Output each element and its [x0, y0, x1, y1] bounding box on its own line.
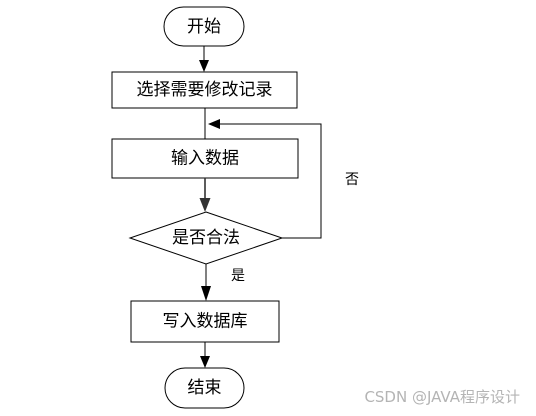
edge-label-yes: 是: [231, 268, 245, 284]
arrowhead: [200, 356, 210, 368]
end-node-shape: [164, 367, 245, 409]
select-record-node-shape: [111, 71, 298, 109]
edge-decision-yes: [201, 264, 211, 301]
select-record-node: 选择需要修改记录: [111, 71, 298, 109]
end-node-label: 结束: [188, 378, 222, 398]
input-data-node-label: 输入数据: [171, 149, 239, 169]
edge-decision-no-loop: [208, 119, 322, 239]
start-node: 开始: [163, 6, 245, 47]
validity-decision-node-label: 是否合法: [172, 228, 240, 248]
input-data-node: 输入数据: [111, 138, 299, 179]
write-database-node-shape: [130, 300, 280, 343]
arrowhead: [208, 119, 220, 129]
write-database-node-label: 写入数据库: [163, 312, 248, 332]
select-record-node-label: 选择需要修改记录: [137, 80, 273, 100]
edge-start-to-select: [199, 46, 209, 72]
write-database-node: 写入数据库: [130, 300, 280, 343]
edge-write-to-end: [200, 342, 210, 368]
edge-label-no: 否: [345, 172, 359, 188]
watermark-text: CSDN @JAVA程序设计: [364, 388, 520, 406]
arrowhead: [199, 198, 211, 212]
arrowhead: [199, 60, 209, 72]
end-node: 结束: [164, 367, 245, 409]
validity-decision-node: 是否合法: [128, 211, 284, 265]
edge-input-to-decision: [199, 178, 211, 212]
arrowhead: [201, 286, 211, 301]
start-node-label: 开始: [187, 17, 221, 37]
